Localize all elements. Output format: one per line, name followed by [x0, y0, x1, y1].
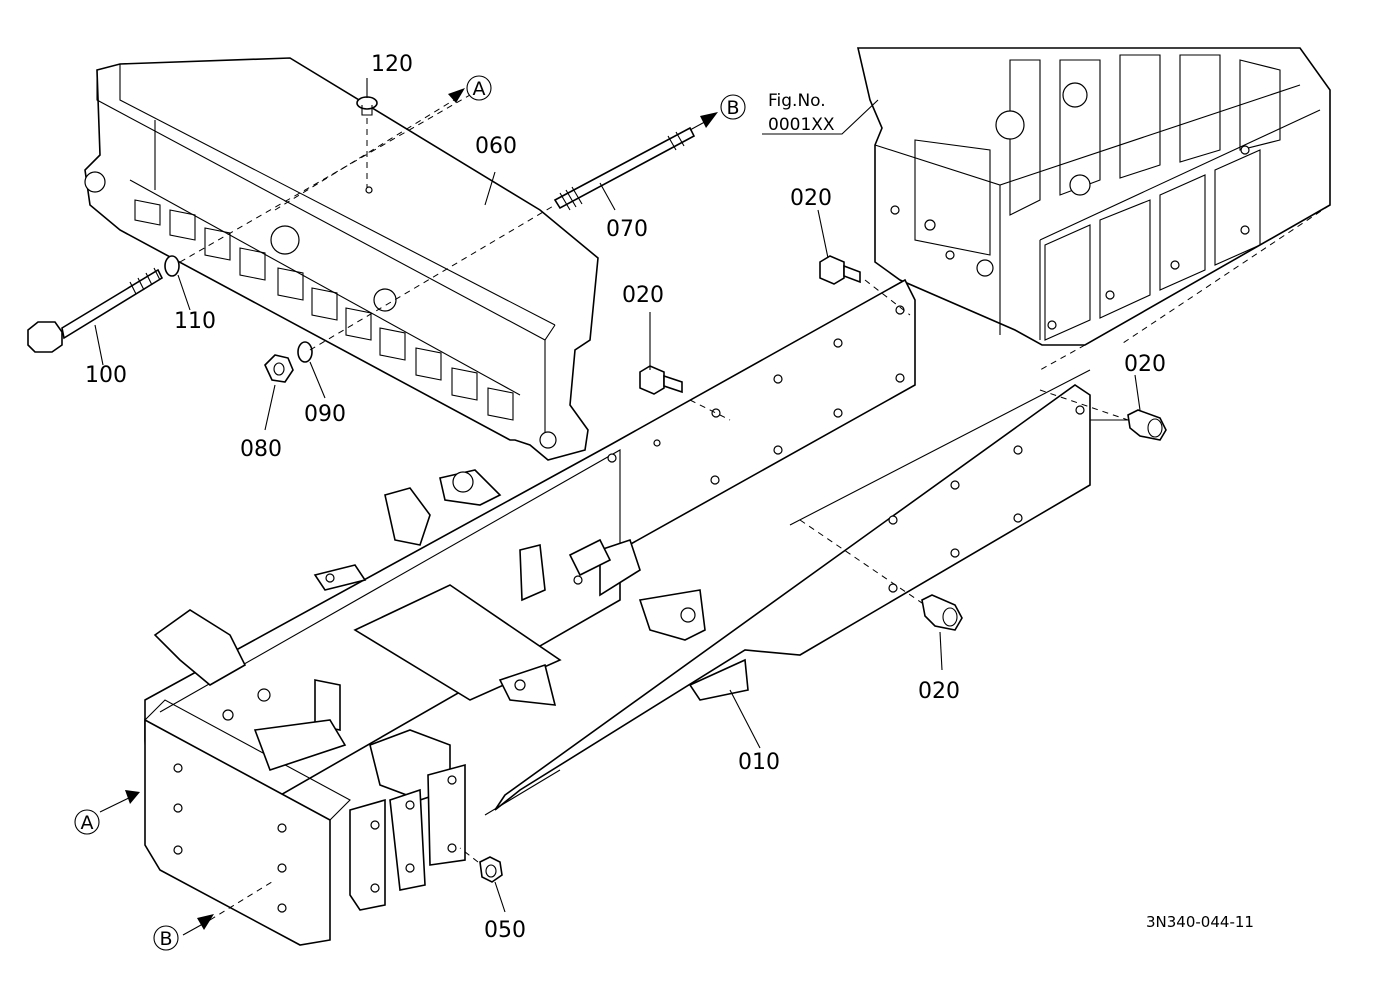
flange-bolt-020-c — [1127, 409, 1167, 441]
label-070: 070 — [606, 217, 648, 242]
washer-110 — [164, 255, 180, 277]
nut-alignment-line — [309, 204, 556, 351]
bolt-020-projection-d — [799, 519, 926, 606]
washer-090 — [297, 341, 313, 363]
label-110: 110 — [174, 309, 216, 334]
flange-bolt-020-a — [639, 365, 683, 395]
label-010: 010 — [738, 750, 780, 775]
drawing-code: 3N340-044-11 — [1146, 913, 1254, 931]
label-080: 080 — [240, 437, 282, 462]
label-020-b: 020 — [790, 186, 832, 211]
marker-b-bottom-text: B — [159, 928, 172, 950]
reference-arrow-a-top — [274, 88, 465, 211]
reference-arrow-a-bottom — [99, 790, 140, 813]
nut-080 — [264, 354, 294, 383]
marker-b-bottom: B — [153, 925, 179, 951]
bolt-100 — [27, 267, 164, 353]
fig-no-value: 0001XX — [768, 115, 835, 135]
bolt-alignment-line — [179, 94, 471, 263]
bolt-020-projection-c — [1039, 389, 1129, 421]
label-100: 100 — [85, 363, 127, 388]
bolt-020-projection-b — [864, 279, 911, 316]
label-060: 060 — [475, 134, 517, 159]
label-020-d: 020 — [918, 679, 960, 704]
label-090: 090 — [304, 402, 346, 427]
flange-bolt-020-b — [819, 255, 861, 285]
reference-arrow-b-top — [689, 112, 718, 131]
stud-bolt-070 — [553, 126, 696, 211]
bolt-050 — [459, 847, 503, 883]
figure-reference: Fig.No. 0001XX — [762, 91, 879, 135]
frame-010 — [144, 278, 1091, 946]
bolt-020-projection-a — [689, 399, 731, 421]
marker-b-top: B — [720, 94, 746, 120]
engine-mount-projection — [1039, 204, 1331, 371]
leader-lines — [94, 78, 1141, 913]
marker-b-top-text: B — [726, 97, 739, 119]
marker-a-top: A — [466, 75, 492, 101]
label-120: 120 — [371, 52, 413, 77]
label-020-a: 020 — [622, 283, 664, 308]
label-050: 050 — [484, 918, 526, 943]
marker-a-bottom: A — [74, 809, 100, 835]
label-020-c: 020 — [1124, 352, 1166, 377]
reference-arrow-b-bottom — [182, 879, 276, 936]
flange-bolt-020-d — [921, 594, 963, 631]
engine-block — [856, 47, 1331, 346]
marker-a-top-text: A — [473, 78, 486, 100]
marker-a-bottom-text: A — [81, 812, 94, 834]
fig-no-label: Fig.No. — [768, 91, 826, 111]
front-bracket-060 — [84, 57, 599, 461]
